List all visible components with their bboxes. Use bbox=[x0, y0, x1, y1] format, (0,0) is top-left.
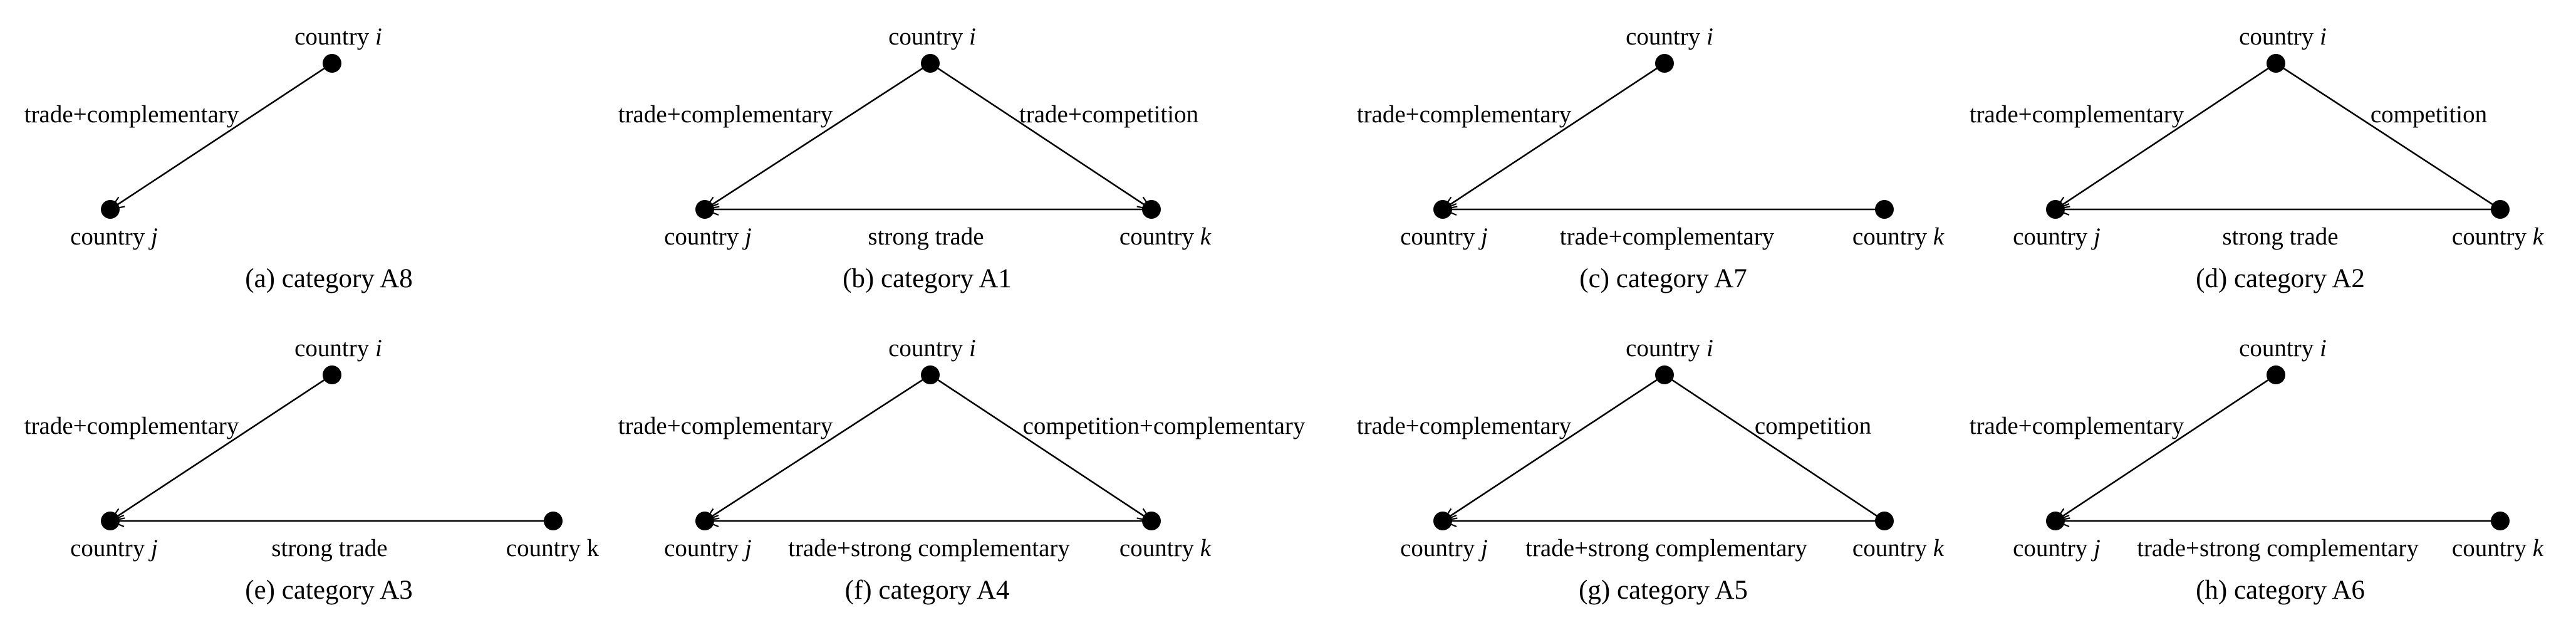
panel-h: country i country j country k trade+comp… bbox=[1970, 335, 2544, 605]
edge-label-i-j: trade+complementary bbox=[24, 101, 239, 128]
edge-label-i-j: trade+complementary bbox=[1357, 412, 1572, 439]
edge-label-i-j: trade+complementary bbox=[1357, 101, 1572, 128]
edge-label-i-j: trade+complementary bbox=[618, 101, 833, 128]
label-country-i: country i bbox=[1626, 335, 1713, 362]
node-country-j bbox=[2046, 200, 2065, 219]
label-country-i: country i bbox=[888, 335, 976, 362]
panel-e: country i country j country k trade+comp… bbox=[24, 335, 600, 605]
node-country-k bbox=[2491, 512, 2510, 530]
label-country-i: country i bbox=[1626, 23, 1713, 50]
panel-caption: (a) category A8 bbox=[245, 264, 412, 293]
node-country-j bbox=[2046, 512, 2065, 530]
panel-c: country i country j country k trade+comp… bbox=[1357, 23, 1945, 293]
edge-label-i-k: competition bbox=[2371, 101, 2487, 128]
edge-label-k-j: trade+strong complementary bbox=[788, 535, 1070, 562]
edge-label-i-j: trade+complementary bbox=[24, 412, 239, 439]
panel-caption: (d) category A2 bbox=[2196, 264, 2365, 293]
label-country-k: country k bbox=[2452, 535, 2544, 562]
edge-label-i-k: trade+competition bbox=[1019, 101, 1198, 128]
node-country-i bbox=[921, 365, 940, 384]
edge-label-i-k: competition+complementary bbox=[1023, 412, 1306, 439]
panel-g: country i country j country k trade+comp… bbox=[1357, 335, 1945, 605]
edge-label-i-j: trade+complementary bbox=[1970, 412, 2184, 439]
edge-i-j bbox=[1443, 62, 1665, 209]
label-country-j: country j bbox=[1400, 535, 1488, 562]
label-country-j: country j bbox=[70, 223, 158, 250]
node-country-j bbox=[101, 512, 120, 530]
node-country-i bbox=[1655, 54, 1674, 73]
node-country-j bbox=[695, 512, 714, 530]
node-country-i bbox=[323, 54, 341, 73]
edge-label-k-j: strong trade bbox=[271, 535, 387, 562]
panel-caption: (e) category A3 bbox=[245, 575, 412, 605]
panel-b: country i country j country k trade+comp… bbox=[618, 23, 1212, 293]
node-country-i bbox=[2267, 54, 2285, 73]
label-country-j: country j bbox=[2013, 223, 2101, 250]
panel-a: country i country j trade+complementary … bbox=[24, 23, 413, 293]
node-country-i bbox=[323, 365, 341, 384]
label-country-k: country k bbox=[2452, 223, 2544, 250]
edge-label-k-j: trade+strong complementary bbox=[1525, 535, 1807, 562]
label-country-j: country j bbox=[1400, 223, 1488, 250]
edge-i-k bbox=[2275, 62, 2501, 211]
label-country-j: country j bbox=[664, 223, 752, 250]
edge-label-i-j: trade+complementary bbox=[1970, 101, 2184, 128]
label-country-j: country j bbox=[664, 535, 752, 562]
node-country-k bbox=[2491, 200, 2510, 219]
node-country-k bbox=[1875, 512, 1894, 530]
edge-label-k-j: trade+strong complementary bbox=[2137, 535, 2419, 562]
node-country-j bbox=[695, 200, 714, 219]
edge-i-j bbox=[705, 374, 931, 521]
label-country-i: country i bbox=[2239, 23, 2327, 50]
label-country-i: country i bbox=[888, 23, 976, 50]
edge-i-j bbox=[110, 374, 333, 521]
panel-caption: (c) category A7 bbox=[1579, 264, 1747, 293]
node-country-i bbox=[921, 54, 940, 73]
panel-caption: (b) category A1 bbox=[843, 264, 1012, 293]
node-country-i bbox=[2267, 365, 2285, 384]
label-country-k: country k bbox=[1119, 223, 1212, 250]
node-country-k bbox=[544, 512, 563, 530]
label-country-i: country i bbox=[294, 335, 382, 362]
label-country-i: country i bbox=[294, 23, 382, 50]
label-country-k: country k bbox=[1852, 535, 1945, 562]
edge-label-i-j: trade+complementary bbox=[618, 412, 833, 439]
edge-i-k bbox=[930, 374, 1151, 521]
node-country-j bbox=[1433, 512, 1452, 530]
edge-label-k-j: strong trade bbox=[868, 223, 984, 250]
edge-i-k bbox=[930, 62, 1151, 209]
label-country-k: country k bbox=[1119, 535, 1212, 562]
node-country-k bbox=[1142, 200, 1161, 219]
node-country-k bbox=[1142, 512, 1161, 530]
label-country-j: country j bbox=[2013, 535, 2101, 562]
edge-i-j bbox=[705, 62, 931, 209]
edge-i-k bbox=[1664, 374, 1885, 522]
label-country-k: country k bbox=[506, 535, 600, 562]
node-country-k bbox=[1875, 200, 1894, 219]
label-country-k: country k bbox=[1852, 223, 1945, 250]
edge-i-j bbox=[110, 62, 333, 209]
edge-label-i-k: competition bbox=[1755, 412, 1871, 439]
edge-label-k-j: strong trade bbox=[2222, 223, 2338, 250]
node-country-i bbox=[1655, 365, 1674, 384]
edge-i-j bbox=[2055, 374, 2277, 521]
edge-i-j bbox=[1443, 374, 1665, 521]
panel-caption: (f) category A4 bbox=[845, 575, 1010, 605]
label-country-i: country i bbox=[2239, 335, 2327, 362]
panel-caption: (g) category A5 bbox=[1579, 575, 1748, 605]
panel-d: country i country j country k trade+comp… bbox=[1970, 23, 2544, 293]
label-country-j: country j bbox=[70, 535, 158, 562]
edge-label-k-j: trade+complementary bbox=[1560, 223, 1775, 250]
edge-i-j bbox=[2055, 62, 2277, 209]
node-country-j bbox=[1433, 200, 1452, 219]
panel-f: country i country j country k trade+comp… bbox=[618, 335, 1306, 605]
panel-caption: (h) category A6 bbox=[2196, 575, 2365, 605]
node-country-j bbox=[101, 200, 120, 219]
